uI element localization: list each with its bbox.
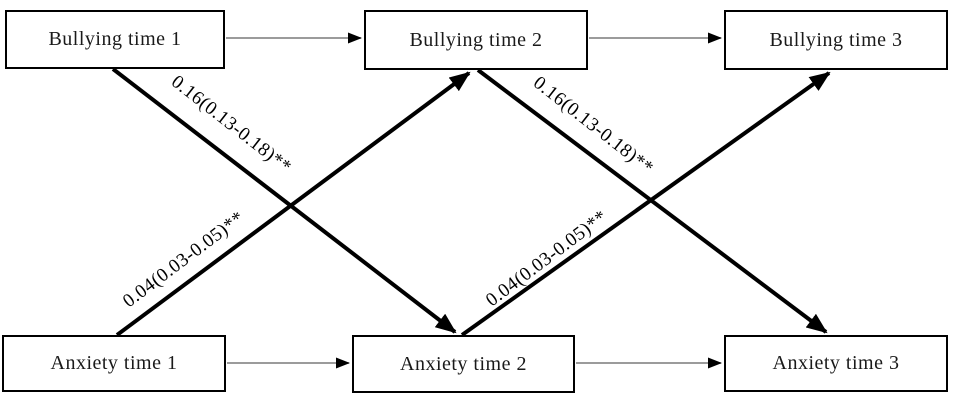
box-bullying-time-2: Bullying time 2	[364, 10, 588, 70]
arrow-bullying1-anxiety2	[111, 67, 457, 334]
box-bullying-time-1: Bullying time 1	[5, 10, 225, 69]
arrow-anxiety2-bullying3	[460, 71, 831, 337]
box-anxiety-time-1: Anxiety time 1	[2, 335, 226, 392]
box-anxiety-time-2: Anxiety time 2	[352, 335, 575, 393]
box-anxiety-time-3: Anxiety time 3	[724, 335, 948, 392]
arrow-anxiety1-bullying2	[115, 71, 471, 337]
box-bullying-time-3: Bullying time 3	[724, 10, 948, 70]
